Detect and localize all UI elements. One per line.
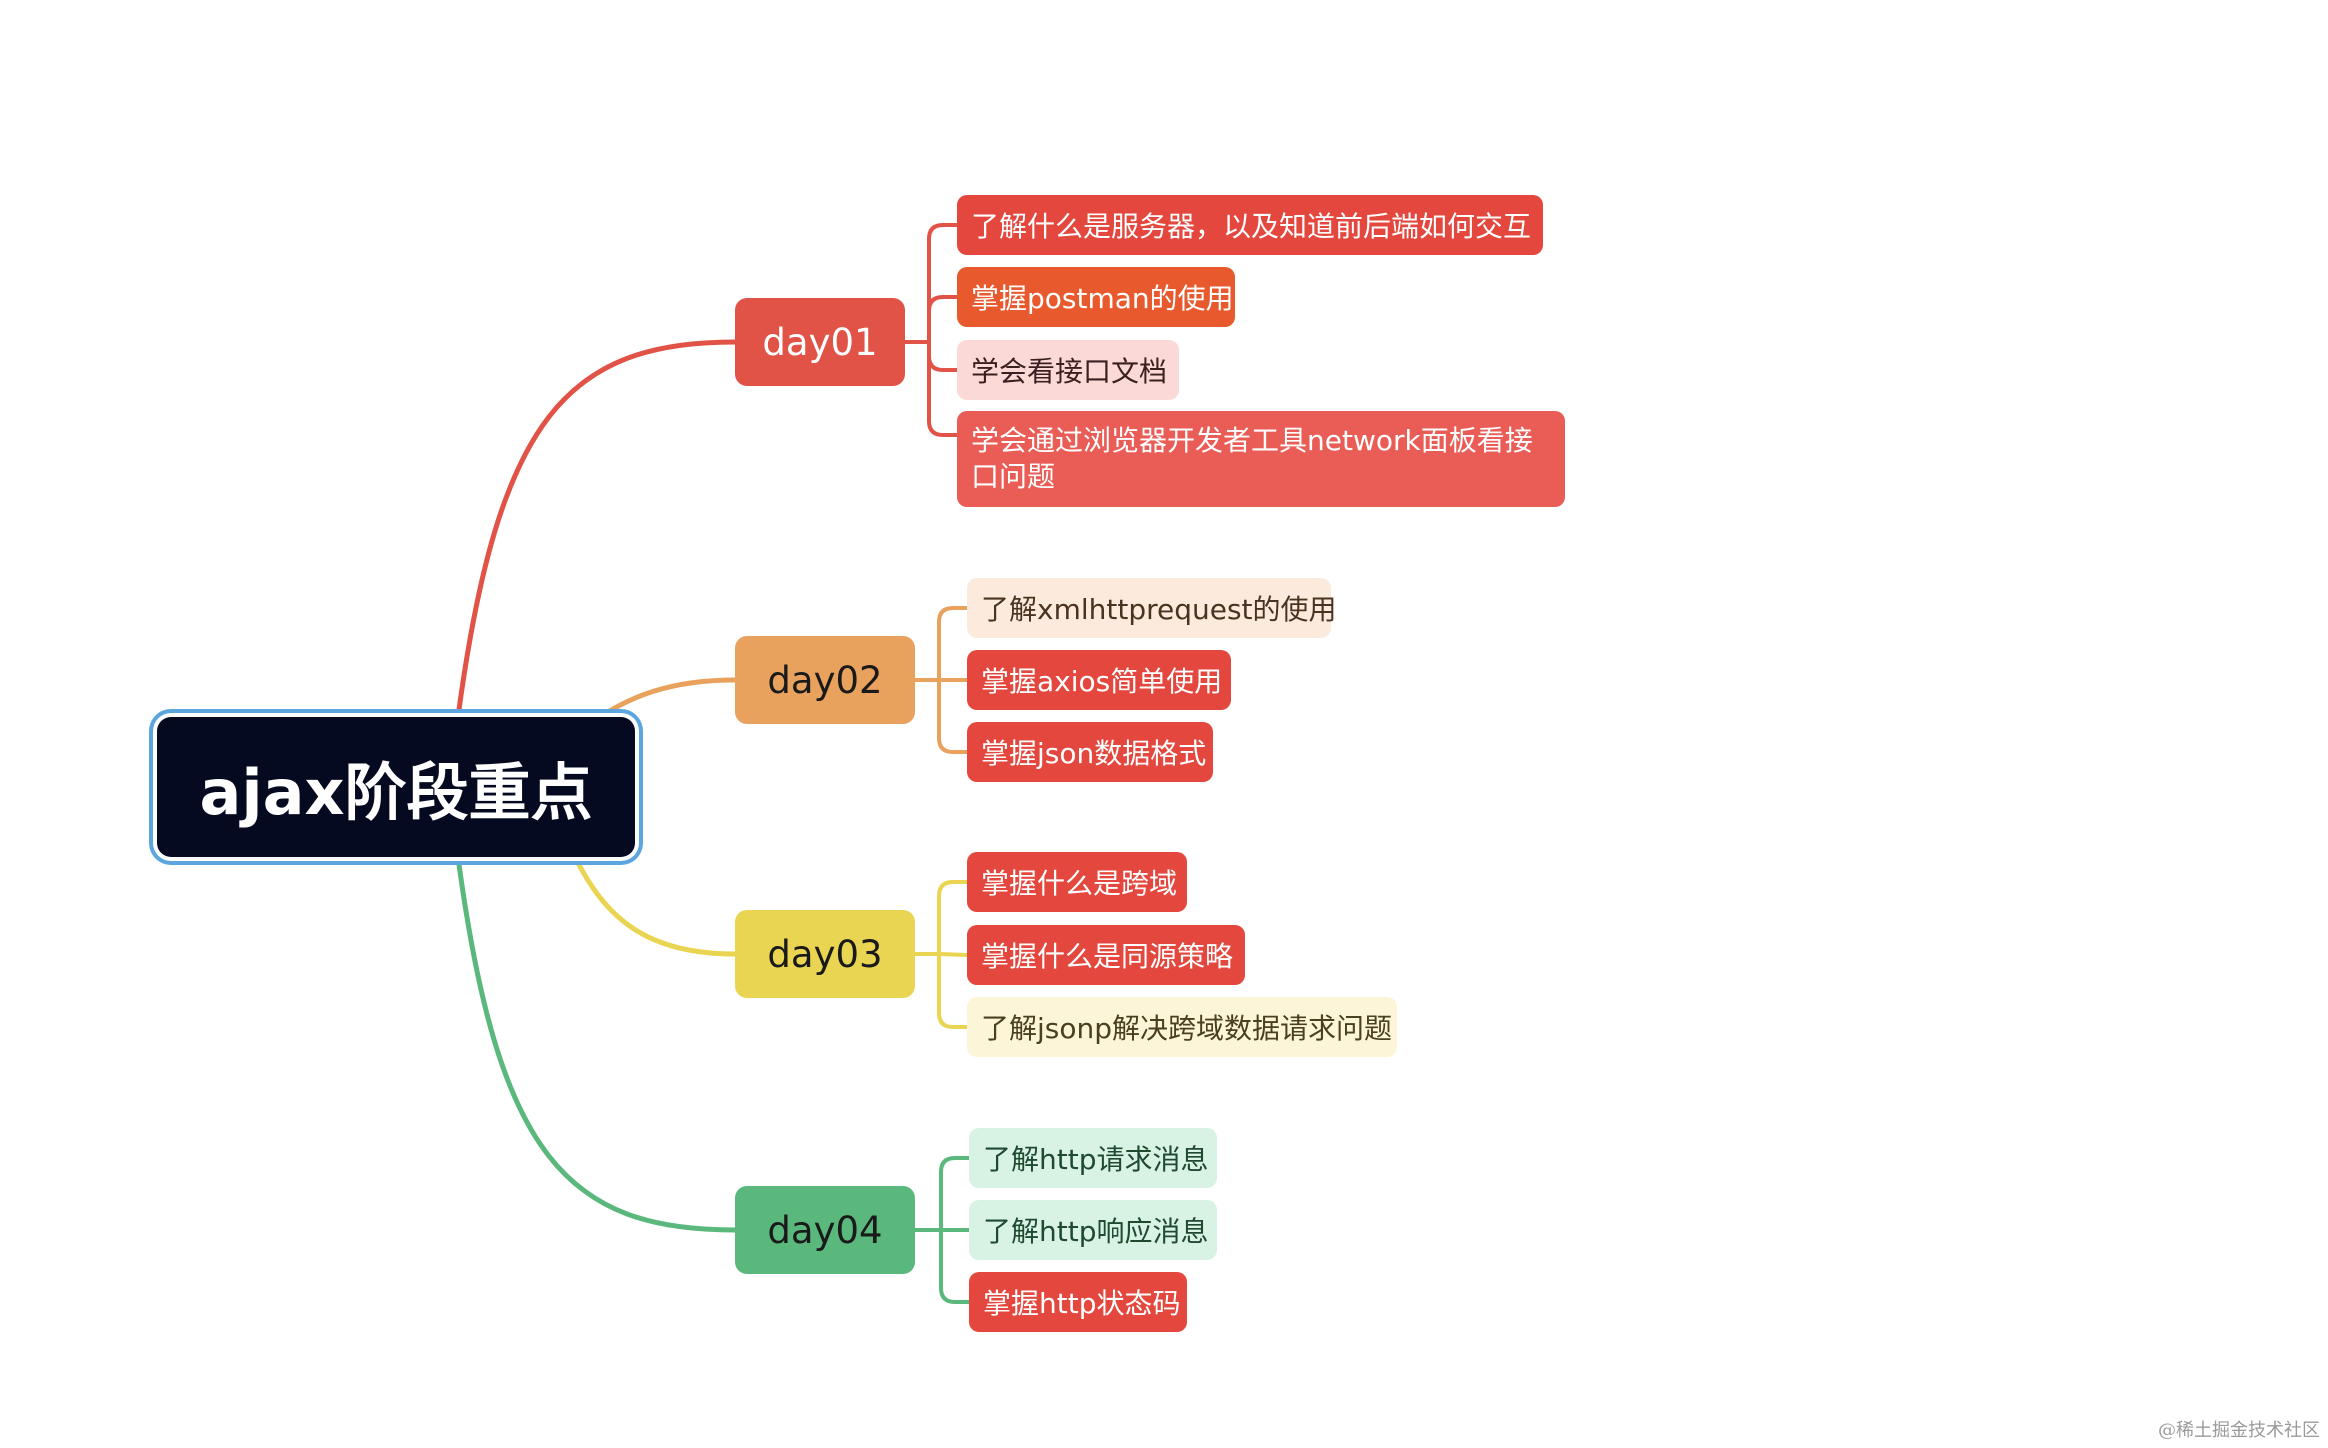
leaf-connector	[939, 1228, 971, 1304]
leaf-connector	[939, 1156, 971, 1232]
leaf-connector	[937, 880, 969, 956]
leaf-node[interactable]: 掌握postman的使用	[957, 267, 1235, 327]
branch-connector	[572, 854, 738, 957]
leaf-node[interactable]: 学会看接口文档	[957, 340, 1179, 400]
leaf-node[interactable]: 了解xmlhttprequest的使用	[967, 578, 1337, 638]
leaf-connector	[927, 340, 959, 437]
branch-connector	[455, 854, 738, 1233]
leaf-connector	[937, 952, 969, 1029]
leaf-connector	[927, 223, 959, 344]
leaf-node[interactable]: 掌握什么是跨域	[967, 852, 1187, 912]
branch-day03[interactable]: day03	[735, 910, 915, 998]
leaf-node[interactable]: 掌握axios简单使用	[967, 650, 1231, 710]
leaf-node[interactable]: 了解http请求消息	[969, 1128, 1217, 1188]
leaf-node[interactable]: 了解什么是服务器，以及知道前后端如何交互	[957, 195, 1543, 255]
leaf-connector	[937, 606, 969, 682]
leaf-connector	[927, 295, 959, 344]
leaf-node[interactable]: 学会通过浏览器开发者工具network面板看接口问题	[957, 411, 1565, 507]
branch-day04[interactable]: day04	[735, 1186, 915, 1274]
leaf-connector	[937, 678, 969, 754]
leaf-connector	[927, 340, 959, 372]
leaf-node[interactable]: 掌握json数据格式	[967, 722, 1213, 782]
branch-connector	[597, 677, 738, 720]
watermark: @稀土掘金技术社区	[2158, 1420, 2320, 1441]
branch-connector	[455, 339, 738, 720]
leaf-node[interactable]: 了解http响应消息	[969, 1200, 1217, 1260]
leaf-node[interactable]: 了解jsonp解决跨域数据请求问题	[967, 997, 1397, 1057]
branch-day01[interactable]: day01	[735, 298, 905, 386]
leaf-connector	[937, 952, 969, 957]
root-node[interactable]: ajax阶段重点	[157, 717, 635, 857]
leaf-node[interactable]: 掌握http状态码	[969, 1272, 1187, 1332]
leaf-node[interactable]: 掌握什么是同源策略	[967, 925, 1245, 985]
branch-day02[interactable]: day02	[735, 636, 915, 724]
